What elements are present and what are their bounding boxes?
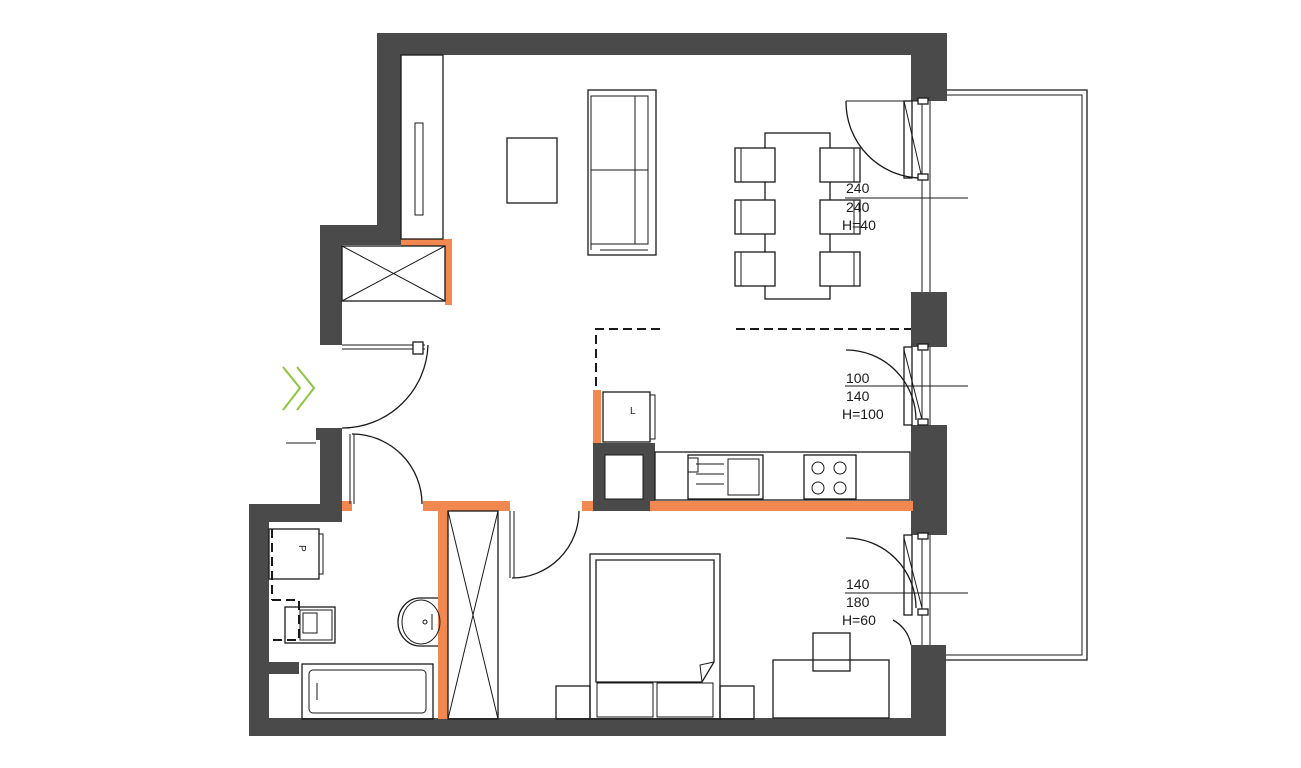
bathroom-door[interactable] <box>349 433 423 505</box>
window-1-sill: H=40 <box>842 217 876 233</box>
coffee-table <box>506 137 558 204</box>
exterior-walls <box>249 33 947 736</box>
window-1-width: 240 <box>846 180 870 196</box>
bedroom-door[interactable] <box>509 510 580 579</box>
wardrobe-hall <box>341 245 446 302</box>
window-label-2: 100 140 H=100 <box>842 370 884 422</box>
window-label-1: 240 240 H=40 <box>842 180 876 233</box>
nightstands <box>555 685 755 720</box>
window-3-sill: H=60 <box>842 612 876 628</box>
wardrobe-bedroom <box>447 510 499 720</box>
window-2-height: 140 <box>846 388 870 404</box>
window-3-height: 180 <box>846 594 870 610</box>
balcony <box>945 89 1088 661</box>
bed <box>589 553 721 720</box>
toilet <box>284 606 336 644</box>
washer-mark: P <box>296 545 307 552</box>
kitchen-counter <box>654 451 911 501</box>
fridge: L <box>602 391 656 443</box>
entrance-door[interactable] <box>286 341 429 444</box>
wardrobe-living <box>400 54 444 240</box>
window-kitchen <box>845 343 968 426</box>
washbasin <box>397 597 441 647</box>
window-2-width: 100 <box>846 370 870 386</box>
sofa <box>587 89 657 256</box>
bathtub <box>301 663 434 720</box>
fridge-mark: L <box>630 406 636 417</box>
window-living <box>845 97 968 292</box>
interior-walls <box>269 443 655 674</box>
dining-table <box>734 132 861 300</box>
partitions <box>342 239 913 719</box>
entrance-arrow-icon <box>282 366 316 411</box>
kitchen-sink <box>687 454 764 500</box>
dashed-outline <box>271 328 911 641</box>
window-2-sill: H=100 <box>842 406 884 422</box>
window-bedroom <box>845 532 968 646</box>
desk <box>772 632 890 719</box>
window-3-width: 140 <box>846 576 870 592</box>
window-label-3: 140 180 H=60 <box>842 576 876 628</box>
washing-machine: P <box>268 528 324 580</box>
cooktop <box>803 454 857 500</box>
window-1-height: 240 <box>846 199 870 215</box>
